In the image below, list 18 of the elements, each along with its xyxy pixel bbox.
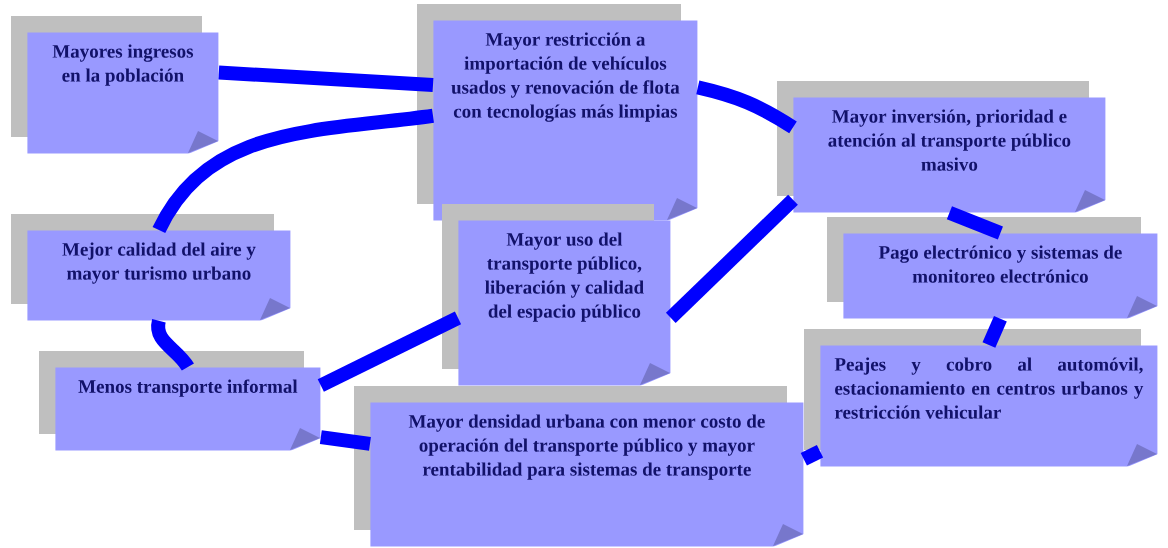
- connector-line: [319, 430, 371, 451]
- note-box: Pago electrónico y sistemas de monitoreo electrónico: [827, 217, 1158, 319]
- note-box: Mayores ingresos en la población: [11, 16, 219, 154]
- note-box: Mayor inversión, prioridad e atención al transporte público masivo: [777, 81, 1106, 213]
- connector-line: [946, 206, 1003, 240]
- note-box: Peajes y cobro al automóvil, estacionamiento en centros urbanos y restricción vehicular: [804, 329, 1158, 467]
- connector-line: [665, 194, 798, 323]
- note-box: Mayor densidad urbana con menor costo de operación del transporte público y mayor rentabilidad para sistemas de transporte: [354, 386, 804, 547]
- note-box: Menos transporte informal: [39, 351, 321, 451]
- note-box: Mejor calidad del aire y mayor turismo urbano: [11, 214, 291, 321]
- connector-line: [317, 311, 462, 392]
- connector-line: [982, 316, 1007, 348]
- note-box: Mayor uso del transporte público, liberación y calidad del espacio público: [442, 204, 671, 386]
- note-box: Mayor restricción a importación de vehículos usados y renovación de flota con tecnologías más limpias: [417, 4, 698, 221]
- connector-line: [800, 444, 824, 466]
- connector-line: [218, 65, 434, 92]
- connector-line: [152, 108, 434, 234]
- connector-line: [696, 80, 797, 134]
